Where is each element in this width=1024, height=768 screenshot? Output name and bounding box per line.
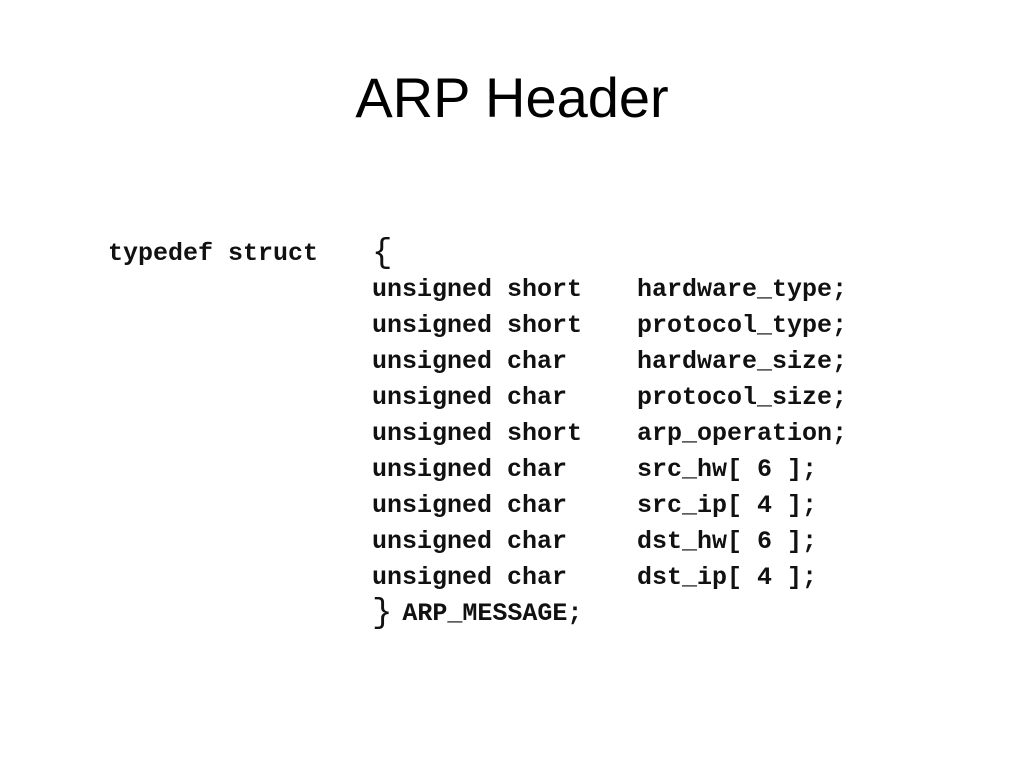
field-type: unsigned char bbox=[372, 527, 568, 556]
field-name: protocol_type; bbox=[637, 311, 848, 340]
slide-title: ARP Header bbox=[355, 66, 669, 129]
field-type: unsigned char bbox=[372, 347, 568, 376]
field-type: unsigned char bbox=[372, 491, 568, 520]
field-type: unsigned short bbox=[372, 311, 583, 340]
code-line-field: unsigned short arp_operation; bbox=[108, 416, 847, 452]
code-block: typedef struct { unsigned short hardware… bbox=[108, 236, 847, 632]
typedef-keyword: typedef struct bbox=[108, 239, 319, 268]
field-name: arp_operation; bbox=[637, 419, 848, 448]
code-line-field: unsigned char hardware_size; bbox=[108, 344, 847, 380]
field-name: protocol_size; bbox=[637, 383, 848, 412]
close-brace: } bbox=[372, 595, 393, 633]
field-type: unsigned char bbox=[372, 383, 568, 412]
field-type: unsigned char bbox=[372, 563, 568, 592]
field-type: unsigned short bbox=[372, 419, 583, 448]
code-line-field: unsigned short hardware_type; bbox=[108, 272, 847, 308]
field-name: src_ip[ 4 ]; bbox=[637, 491, 818, 520]
field-type: unsigned short bbox=[372, 275, 583, 304]
field-name: hardware_size; bbox=[637, 347, 848, 376]
code-line-field: unsigned char dst_hw[ 6 ]; bbox=[108, 524, 817, 560]
code-line-field: unsigned char dst_ip[ 4 ]; bbox=[108, 560, 817, 596]
code-line-field: unsigned char src_ip[ 4 ]; bbox=[108, 488, 817, 524]
field-name: hardware_type; bbox=[637, 275, 848, 304]
code-line-close: } ARP_MESSAGE; bbox=[108, 596, 582, 632]
open-brace: { bbox=[372, 235, 393, 273]
struct-type-name: ARP_MESSAGE; bbox=[402, 599, 583, 628]
code-line-field: unsigned short protocol_type; bbox=[108, 308, 847, 344]
closing-line: } ARP_MESSAGE; bbox=[372, 596, 582, 632]
field-type: unsigned char bbox=[372, 455, 568, 484]
field-name: src_hw[ 6 ]; bbox=[637, 455, 818, 484]
code-line-typedef: typedef struct { bbox=[108, 236, 392, 272]
code-line-field: unsigned char src_hw[ 6 ]; bbox=[108, 452, 817, 488]
code-line-field: unsigned char protocol_size; bbox=[108, 380, 847, 416]
field-name: dst_ip[ 4 ]; bbox=[637, 563, 818, 592]
field-name: dst_hw[ 6 ]; bbox=[637, 527, 818, 556]
